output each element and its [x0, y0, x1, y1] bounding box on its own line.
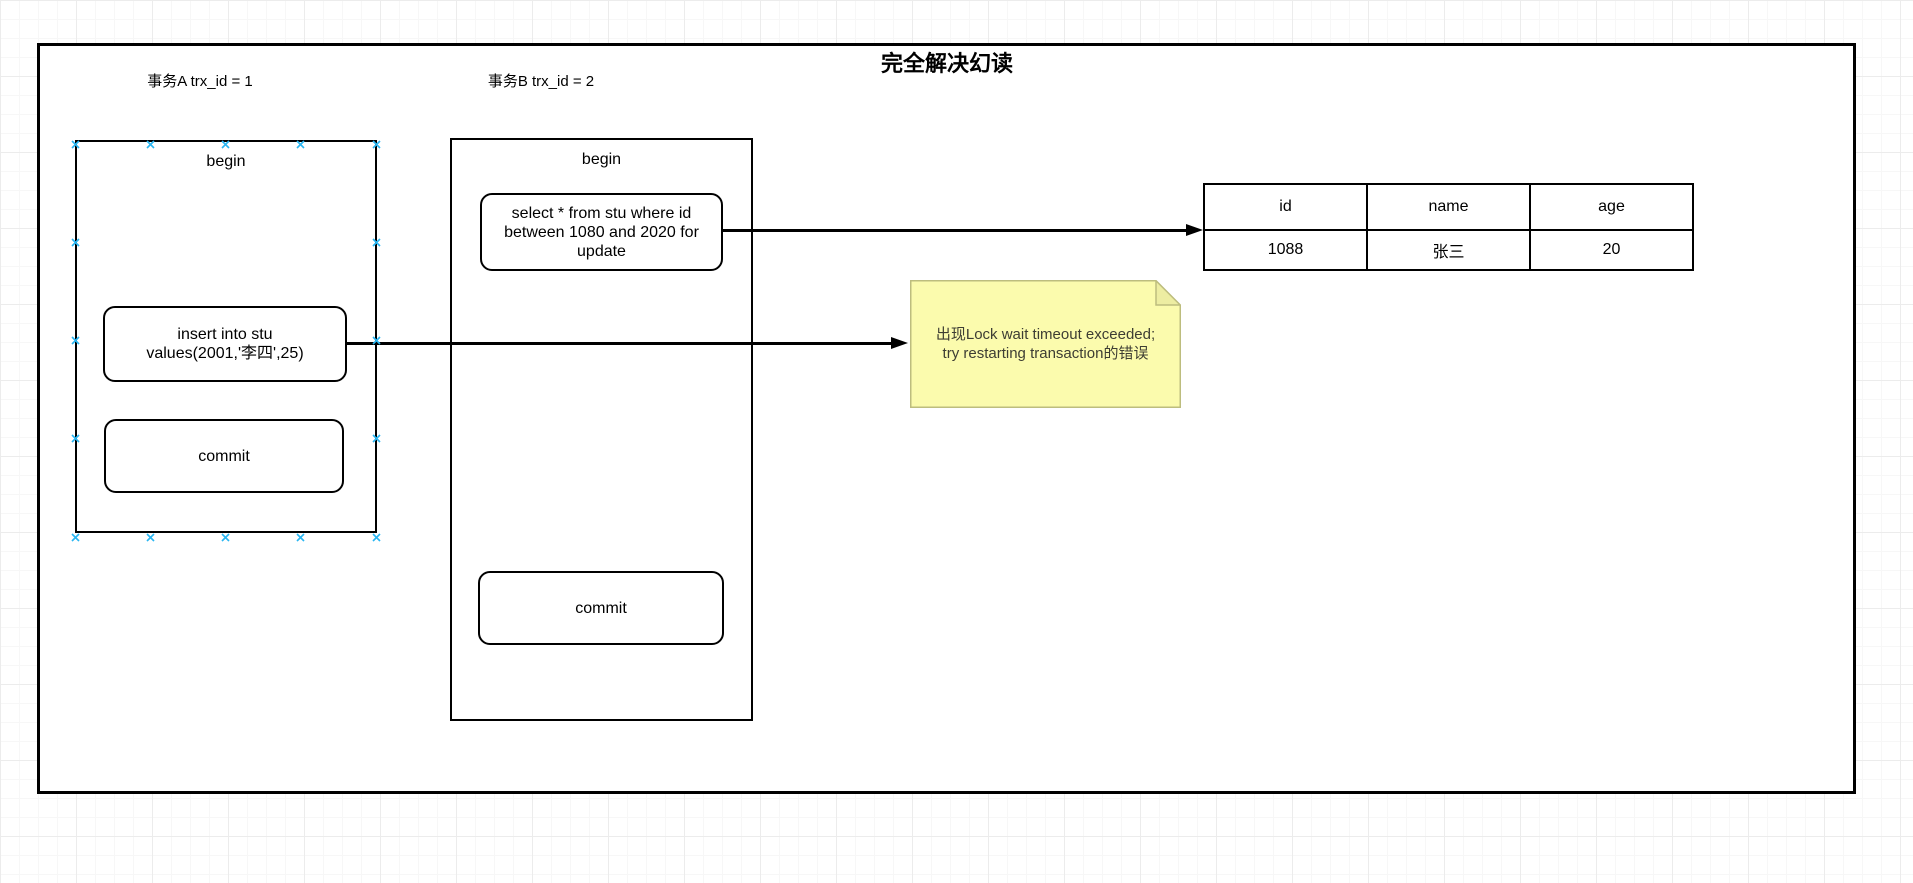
transaction-a-begin-label: begin [206, 153, 246, 170]
result-table-data-row: 1088 张三 20 [1203, 229, 1694, 271]
result-table-header-name: name [1366, 183, 1531, 231]
diagram-frame[interactable] [37, 43, 1856, 794]
insert-statement-node[interactable]: insert into stu values(2001,'李四',25) [103, 306, 347, 382]
result-table-header-row: id name age [1203, 183, 1694, 231]
connection-point-icon[interactable] [371, 430, 381, 443]
transaction-b-commit-node[interactable]: commit [478, 571, 724, 645]
result-table-header-age: age [1529, 183, 1694, 231]
arrow-shaft [347, 342, 895, 345]
connection-point-icon[interactable] [371, 136, 381, 149]
sticky-note-shape [910, 280, 1181, 408]
connection-point-icon[interactable] [70, 430, 80, 443]
transaction-a-container[interactable]: begin insert into stu values(2001,'李四',2… [75, 140, 377, 533]
connection-point-icon[interactable] [70, 529, 80, 542]
result-table-cell-name: 张三 [1366, 229, 1531, 271]
lock-timeout-note[interactable]: 出现Lock wait timeout exceeded; try restar… [910, 280, 1181, 408]
note-fold-icon [1155, 280, 1181, 306]
transaction-b-commit-text: commit [575, 599, 627, 617]
connection-point-icon[interactable] [221, 136, 230, 149]
transaction-a-commit-node[interactable]: commit [104, 419, 344, 493]
result-table-header-id: id [1203, 183, 1368, 231]
connection-point-icon[interactable] [296, 136, 305, 149]
insert-statement-text: insert into stu values(2001,'李四',25) [146, 326, 304, 362]
connection-point-icon[interactable] [146, 136, 155, 149]
transaction-b-container[interactable]: begin select * from stu where id between… [450, 138, 753, 721]
arrow-shaft [722, 229, 1190, 232]
connection-point-icon[interactable] [371, 529, 381, 542]
result-table-cell-id: 1088 [1203, 229, 1368, 271]
connection-point-icon[interactable] [146, 529, 155, 542]
connection-point-icon[interactable] [221, 529, 230, 542]
result-table[interactable]: id name age 1088 张三 20 [1203, 183, 1694, 271]
connection-point-icon[interactable] [371, 234, 381, 247]
connection-point-icon[interactable] [371, 332, 381, 345]
transaction-a-label[interactable]: 事务A trx_id = 1 [147, 73, 253, 90]
transaction-a-commit-text: commit [198, 447, 250, 465]
lock-timeout-note-text: 出现Lock wait timeout exceeded; try restar… [935, 326, 1156, 362]
arrowhead-icon [891, 337, 908, 349]
connection-point-icon[interactable] [70, 234, 80, 247]
select-statement-text: select * from stu where id between 1080 … [504, 204, 699, 260]
arrowhead-icon [1186, 224, 1203, 236]
diagram-title[interactable]: 完全解决幻读 [880, 51, 1013, 76]
transaction-b-begin-label: begin [581, 151, 622, 168]
result-table-cell-age: 20 [1529, 229, 1694, 271]
select-statement-node[interactable]: select * from stu where id between 1080 … [480, 193, 723, 271]
transaction-b-label[interactable]: 事务B trx_id = 2 [487, 73, 595, 90]
connection-point-icon[interactable] [70, 332, 80, 345]
connection-point-icon[interactable] [296, 529, 305, 542]
connection-point-icon[interactable] [70, 136, 80, 149]
